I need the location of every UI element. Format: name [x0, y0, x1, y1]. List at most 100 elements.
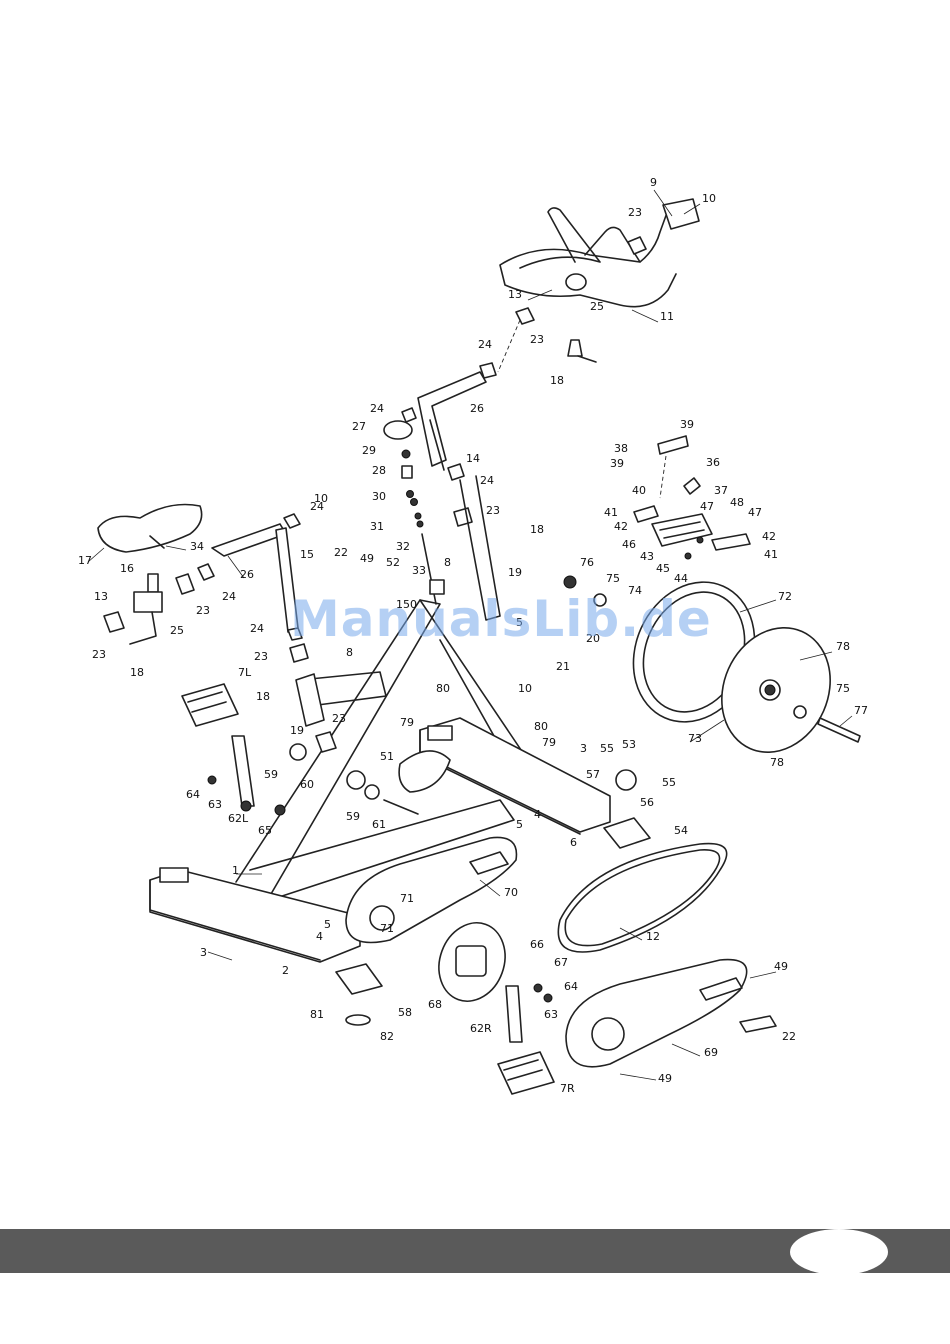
callout-c-24c: 24	[480, 474, 494, 487]
callout-c-54: 54	[674, 824, 688, 837]
pedal-left	[181, 683, 286, 816]
callout-c-10a: 10	[702, 192, 716, 205]
callout-c-24f: 24	[250, 622, 264, 635]
callout-c-80a: 80	[436, 682, 450, 695]
leader-lines	[87, 189, 853, 1081]
watermark-text: ManualsLib.de	[290, 590, 712, 648]
callout-c-26b: 26	[240, 568, 254, 581]
callout-c-18a: 18	[550, 374, 564, 387]
callout-c-51: 51	[380, 750, 394, 763]
callout-c-17: 17	[78, 554, 92, 567]
callout-c-55b: 55	[662, 776, 676, 789]
callout-c-1: 1	[232, 864, 239, 877]
callout-c-13b: 13	[94, 590, 108, 603]
callout-c-19b: 19	[290, 724, 304, 737]
callout-c-22a: 22	[334, 546, 348, 559]
callout-c-82: 82	[380, 1030, 394, 1043]
seat-assembly	[97, 503, 215, 645]
callout-c-40: 40	[632, 484, 646, 497]
callout-c-23f: 23	[254, 650, 268, 663]
callout-c-80b: 80	[534, 720, 548, 733]
callout-c-79b: 79	[542, 736, 556, 749]
callout-c-4a: 4	[534, 808, 541, 821]
callout-c-20: 20	[586, 632, 600, 645]
callout-c-11: 11	[660, 310, 674, 323]
callout-c-8b: 8	[346, 646, 353, 659]
callout-c-32: 32	[396, 540, 410, 553]
callout-c-72: 72	[778, 590, 792, 603]
callout-c-41a: 41	[604, 506, 618, 519]
callout-c-66: 66	[530, 938, 544, 951]
callout-c-75b: 75	[836, 682, 850, 695]
callout-c-58: 58	[398, 1006, 412, 1019]
resistance-knob-assembly	[383, 407, 445, 605]
drive-belt	[557, 842, 728, 953]
callout-c-39a: 39	[680, 418, 694, 431]
callout-c-59b: 59	[346, 810, 360, 823]
callout-c-12: 12	[646, 930, 660, 943]
callout-c-41b: 41	[764, 548, 778, 561]
callout-c-63a: 63	[208, 798, 222, 811]
callout-c-3b: 3	[200, 946, 207, 959]
callout-c-19a: 19	[508, 566, 522, 579]
callout-c-46: 46	[622, 538, 636, 551]
callout-c-38: 38	[614, 442, 628, 455]
main-frame	[235, 475, 549, 907]
callout-c-23b: 23	[530, 333, 544, 346]
callout-c-76: 76	[580, 556, 594, 569]
callout-c-78a: 78	[836, 640, 850, 653]
callout-c-48: 48	[730, 496, 744, 509]
callout-c-6: 6	[570, 836, 577, 849]
callout-c-37: 37	[714, 484, 728, 497]
callout-c-4b: 4	[316, 930, 323, 943]
callout-c-34: 34	[190, 540, 204, 553]
callout-c-5b: 5	[516, 818, 523, 831]
callout-c-14: 14	[466, 452, 480, 465]
callout-c-5c: 5	[324, 918, 331, 931]
callout-c-31: 31	[370, 520, 384, 533]
callout-c-81: 81	[310, 1008, 324, 1021]
callout-c-18d: 18	[256, 690, 270, 703]
bottom-bracket	[289, 743, 451, 815]
callout-c-73: 73	[688, 732, 702, 745]
callout-c-16: 16	[120, 562, 134, 575]
callout-c-64b: 64	[564, 980, 578, 993]
callout-c-71b: 71	[380, 922, 394, 935]
callout-c-55a: 55	[600, 742, 614, 755]
flywheel	[563, 575, 861, 753]
callout-c-49a: 49	[360, 552, 374, 565]
callout-c-18b: 18	[530, 523, 544, 536]
callout-c-69: 69	[704, 1046, 718, 1059]
handlebar-post	[417, 371, 487, 527]
callout-c-78b: 78	[770, 756, 784, 769]
chain-guard-outer	[565, 958, 777, 1068]
callout-c-150: 150	[396, 598, 417, 611]
callout-c-62R: 62R	[470, 1022, 492, 1035]
callout-c-8a: 8	[444, 556, 451, 569]
callout-c-61: 61	[372, 818, 386, 831]
callout-c-52: 52	[386, 556, 400, 569]
callout-c-70: 70	[504, 886, 518, 899]
callout-c-23d: 23	[196, 604, 210, 617]
callout-c-25b: 25	[170, 624, 184, 637]
callout-c-44: 44	[674, 572, 688, 585]
callout-c-74: 74	[628, 584, 642, 597]
callout-c-26a: 26	[470, 402, 484, 415]
callout-c-56: 56	[640, 796, 654, 809]
callout-c-27: 27	[352, 420, 366, 433]
callout-c-42a: 42	[614, 520, 628, 533]
callout-c-53: 53	[622, 738, 636, 751]
callout-c-49c: 49	[658, 1072, 672, 1085]
callout-c-3a: 3	[580, 742, 587, 755]
chain-guard-inner	[345, 836, 518, 944]
callout-c-23c: 23	[486, 504, 500, 517]
callout-c-10b: 10	[314, 492, 328, 505]
callout-c-33: 33	[412, 564, 426, 577]
callout-c-63b: 63	[544, 1008, 558, 1021]
callout-c-64a: 64	[186, 788, 200, 801]
callout-c-10c: 10	[518, 682, 532, 695]
callout-c-24d: 24	[310, 500, 324, 513]
callout-c-75a: 75	[606, 572, 620, 585]
callout-c-22b: 22	[782, 1030, 796, 1043]
callout-c-5a: 5	[516, 616, 523, 629]
